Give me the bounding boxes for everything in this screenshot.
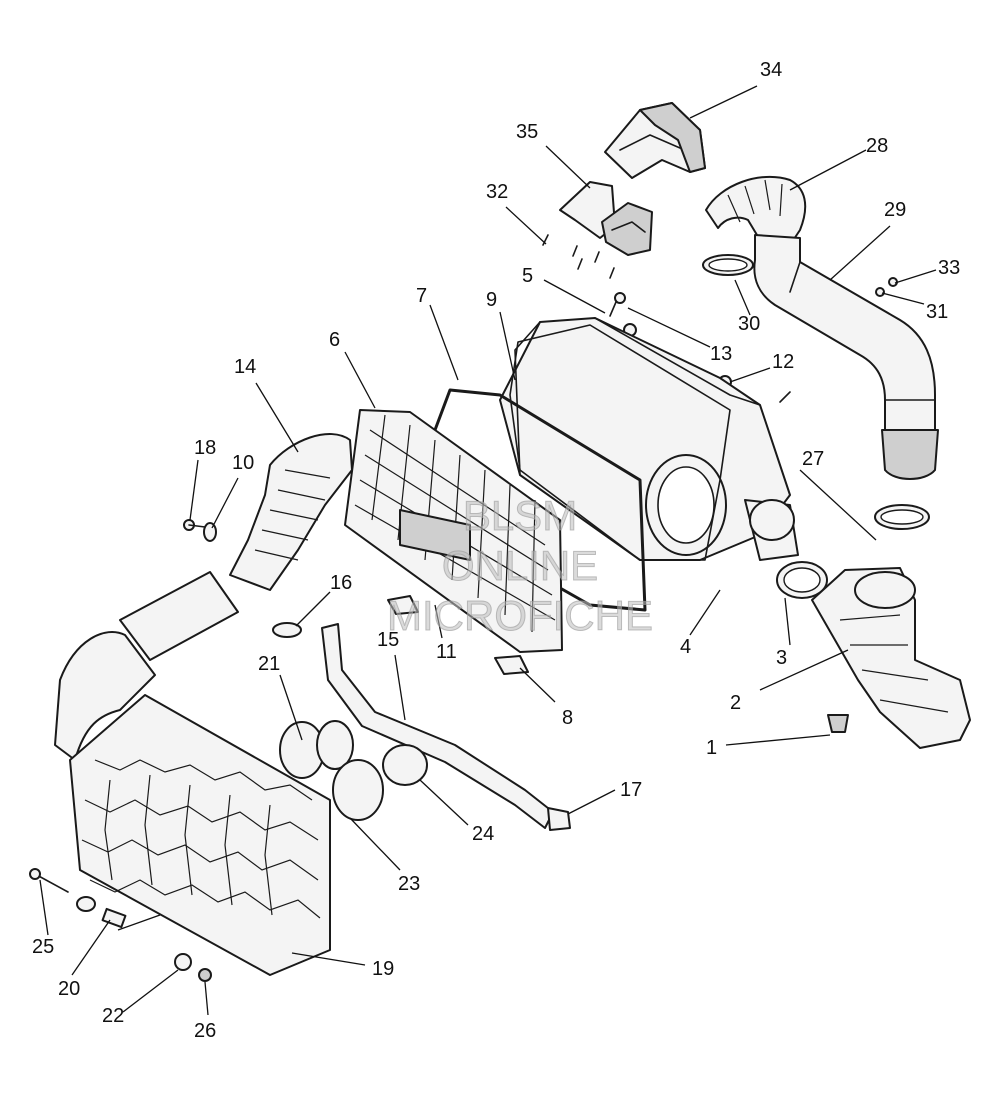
callout-23: 23	[398, 873, 420, 895]
part-3-sleeve	[776, 561, 828, 599]
callout-18: 18	[194, 437, 216, 459]
outlets-21-23-24	[279, 720, 428, 821]
callout-32: 32	[486, 181, 508, 203]
part-1-fitting	[827, 714, 849, 733]
part-29-duct	[753, 234, 939, 480]
callout-7: 7	[416, 285, 427, 307]
callout-9: 9	[486, 289, 497, 311]
callout-6: 6	[329, 329, 340, 351]
callout-28: 28	[866, 135, 888, 157]
callout-1: 1	[706, 737, 717, 759]
part-14-hose	[54, 433, 353, 761]
callout-26: 26	[194, 1020, 216, 1042]
part-15-tube	[321, 623, 571, 831]
callout-30: 30	[738, 313, 760, 335]
callout-14: 14	[234, 356, 256, 378]
part-34-cover	[604, 102, 706, 179]
leader-lines	[39, 85, 937, 1016]
callout-27: 27	[802, 448, 824, 470]
watermark-line-3: MICROFICHE	[387, 592, 653, 639]
bottom-hardware	[29, 868, 212, 982]
callout-25: 25	[32, 936, 54, 958]
callout-4: 4	[680, 636, 691, 658]
part-30-clamp	[702, 254, 754, 276]
callout-34: 34	[760, 59, 782, 81]
callout-17: 17	[620, 779, 642, 801]
callout-16: 16	[330, 572, 352, 594]
callout-33: 33	[938, 257, 960, 279]
part-19-housing	[69, 694, 331, 976]
callout-31: 31	[926, 301, 948, 323]
callout-21: 21	[258, 653, 280, 675]
callout-2: 2	[730, 692, 741, 714]
callout-13: 13	[710, 343, 732, 365]
part-28-elbow	[705, 175, 807, 246]
callout-15: 15	[377, 629, 399, 651]
watermark-line-1: BLSM	[463, 492, 577, 539]
watermark: BLSM ONLINE MICROFICHE	[387, 492, 654, 640]
part-4-airbox	[499, 317, 799, 561]
callout-5: 5	[522, 265, 533, 287]
callout-labels: 34 35 32 28 29 33 5 7 9 31 30 6 13 12 14…	[32, 59, 960, 1042]
clips	[387, 595, 529, 675]
part-18-10-hardware	[183, 519, 217, 542]
callout-12: 12	[772, 351, 794, 373]
callout-8: 8	[562, 707, 573, 729]
part-35-covers	[559, 181, 653, 256]
callout-24: 24	[472, 823, 494, 845]
callout-22: 22	[102, 1005, 124, 1027]
callout-11: 11	[436, 641, 457, 663]
part-9-frame	[509, 324, 731, 561]
part-16-clamp	[272, 622, 302, 638]
callout-29: 29	[884, 199, 906, 221]
part-2-elbow	[811, 567, 971, 749]
part-32-pins	[542, 234, 615, 279]
callout-3: 3	[776, 647, 787, 669]
callout-19: 19	[372, 958, 394, 980]
part-6-filter	[344, 409, 563, 653]
callout-35: 35	[516, 121, 538, 143]
part-27-clamp	[874, 504, 930, 530]
watermark-line-2: ONLINE	[442, 542, 598, 589]
callout-20: 20	[58, 978, 80, 1000]
callout-10: 10	[232, 452, 254, 474]
